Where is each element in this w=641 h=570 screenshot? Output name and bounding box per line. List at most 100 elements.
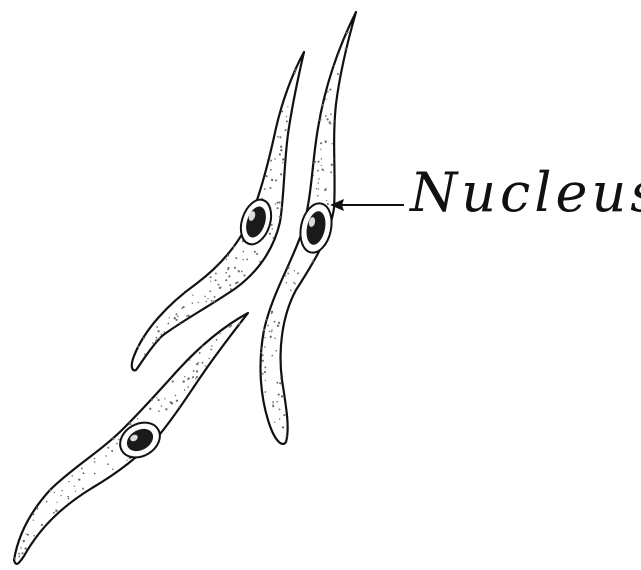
stipple-dot <box>26 533 27 534</box>
stipple-dot <box>183 380 185 382</box>
stipple-dot <box>338 53 339 54</box>
stipple-dot <box>326 200 327 201</box>
stipple-dot <box>264 371 266 373</box>
stipple-dot <box>83 472 85 474</box>
stipple-dot <box>346 32 348 34</box>
stipple-dot <box>156 337 158 339</box>
stipple-dot <box>82 488 84 490</box>
stipple-dot <box>330 171 332 173</box>
stipple-dot <box>325 188 327 190</box>
stipple-dot <box>230 288 232 290</box>
stipple-dot <box>192 302 194 304</box>
stipple-dot <box>262 354 264 356</box>
stipple-dot <box>215 273 217 275</box>
stipple-dot <box>287 267 289 269</box>
stipple-dot <box>277 325 279 327</box>
stipple-dot <box>33 535 35 537</box>
nucleus-pointer <box>330 199 404 211</box>
stipple-dot <box>325 98 327 100</box>
stipple-dot <box>151 399 153 401</box>
stipple-dot <box>297 273 299 275</box>
stipple-dot <box>279 153 281 155</box>
stipple-dot <box>225 279 227 281</box>
stipple-dot <box>188 315 190 317</box>
stipple-dot <box>94 473 96 475</box>
stipple-dot <box>295 69 297 71</box>
stipple-dot <box>209 358 210 359</box>
stipple-dot <box>129 423 131 425</box>
stipple-dot <box>317 170 319 172</box>
stipple-dot <box>173 326 174 327</box>
stipple-dot <box>209 290 211 292</box>
stipple-dot <box>210 349 212 351</box>
stipple-dot <box>169 317 170 318</box>
stipple-dot <box>184 389 186 391</box>
stipple-dot <box>112 468 114 470</box>
stipple-dot <box>20 547 22 549</box>
stipple-dot <box>275 203 276 204</box>
stipple-dot <box>144 353 145 354</box>
stipple-dot <box>74 486 75 487</box>
stipple-dot <box>230 325 232 327</box>
stipple-dot <box>25 547 27 549</box>
stipple-dot <box>220 333 221 334</box>
stipple-dot <box>280 337 281 338</box>
stipple-dot <box>187 386 189 388</box>
stipple-dot <box>49 489 51 491</box>
stipple-dot <box>36 507 38 509</box>
stipple-dot <box>171 402 173 404</box>
stipple-dot <box>161 405 163 407</box>
stipple-dot <box>327 91 329 93</box>
stipple-dot <box>178 406 180 408</box>
stipple-dot <box>259 261 261 263</box>
stipple-dot <box>75 491 76 492</box>
stipple-dot <box>196 370 198 372</box>
stipple-dot <box>278 394 280 396</box>
stipple-dot <box>156 397 157 398</box>
stipple-dot <box>56 510 58 512</box>
stipple-dot <box>118 439 120 441</box>
stipple-dot <box>279 382 281 384</box>
stipple-dot <box>187 379 188 380</box>
stipple-dot <box>322 104 324 106</box>
stipple-dot <box>196 363 198 365</box>
stipple-dot <box>333 120 335 122</box>
stipple-dot <box>161 334 162 335</box>
stipple-dot <box>238 322 240 324</box>
stipple-dot <box>269 187 271 189</box>
stipple-dot <box>272 404 273 405</box>
stipple-dot <box>271 355 273 357</box>
stipple-dot <box>215 279 217 281</box>
stipple-dot <box>330 113 332 115</box>
stipple-dot <box>281 207 283 209</box>
stipple-dot <box>229 284 231 286</box>
stipple-dot <box>277 207 279 209</box>
stipple-dot <box>279 216 281 218</box>
stipple-dot <box>256 253 258 255</box>
stipple-dot <box>183 306 185 308</box>
stipple-dot <box>286 282 287 283</box>
stipple-dot <box>219 287 221 289</box>
stipple-dot <box>266 175 268 177</box>
stipple-dot <box>234 267 236 269</box>
stipple-dot <box>280 149 282 151</box>
stipple-dot <box>327 203 329 205</box>
stipple-dot <box>278 322 280 324</box>
stipple-dot <box>210 276 212 278</box>
nucleus-label: Nucleus <box>410 166 641 220</box>
stipple-dot <box>276 382 278 384</box>
stipple-dot <box>111 450 113 452</box>
stipple-dot <box>271 329 272 330</box>
stipple-dot <box>272 405 274 407</box>
stipple-dot <box>279 409 281 411</box>
stipple-dot <box>325 115 327 117</box>
stipple-dot <box>269 233 271 235</box>
stipple-dot <box>179 322 181 324</box>
stipple-dot <box>316 188 317 189</box>
stipple-dot <box>184 376 185 377</box>
stipple-dot <box>285 275 286 276</box>
stipple-dot <box>241 271 243 273</box>
stipple-dot <box>163 331 165 333</box>
stipple-dot <box>238 270 240 272</box>
